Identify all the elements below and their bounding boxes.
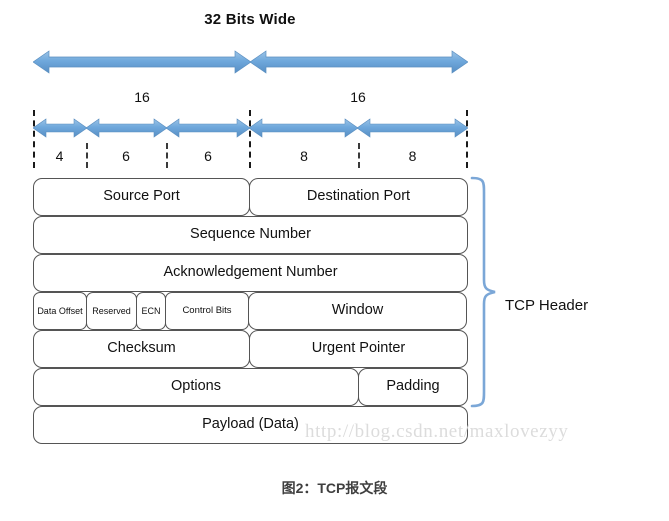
table-row: Payload (Data) (33, 406, 468, 444)
field-ecn[interactable]: ECN (136, 292, 166, 330)
arrow-right-half (250, 50, 468, 74)
bit-label-1: 6 (122, 148, 130, 164)
bit-label-4: 8 (408, 148, 417, 164)
field-destination-port[interactable]: Destination Port (249, 178, 468, 216)
watermark-text: http://blog.csdn.net/maxlovezyy (305, 421, 569, 442)
arrow-bits-6-a (86, 118, 167, 138)
field-reserved[interactable]: Reserved (86, 292, 137, 330)
tcp-field-table: Source Port Destination Port Sequence Nu… (33, 178, 468, 444)
full-width-arrow-row (33, 50, 468, 74)
field-padding[interactable]: Padding (358, 368, 468, 406)
field-urgent-pointer[interactable]: Urgent Pointer (249, 330, 468, 368)
table-row: Sequence Number (33, 216, 468, 254)
tcp-header-label: TCP Header (505, 297, 589, 314)
arrow-bits-8-b (357, 118, 468, 138)
tick-minor-4 (86, 143, 88, 168)
bit-label-0: 4 (55, 148, 64, 164)
table-row: Checksum Urgent Pointer (33, 330, 468, 368)
tick-major-end (466, 110, 468, 168)
tick-major-mid (249, 110, 251, 168)
tcp-header-brace (470, 176, 500, 408)
field-sequence-number[interactable]: Sequence Number (33, 216, 468, 254)
table-row: Acknowledgement Number (33, 254, 468, 292)
table-row: Options Padding (33, 368, 468, 406)
field-window[interactable]: Window (248, 292, 467, 330)
tick-major-0 (33, 110, 35, 168)
figure-caption: 图2：TCP报文段 (281, 480, 388, 496)
page-title: 32 Bits Wide (204, 11, 296, 28)
arrow-bits-6-b (166, 118, 250, 138)
field-checksum[interactable]: Checksum (33, 330, 250, 368)
tick-minor-10 (166, 143, 168, 168)
half-width-label-right: 16 (350, 89, 366, 105)
field-options[interactable]: Options (33, 368, 359, 406)
bit-label-3: 8 (300, 148, 308, 164)
arrow-bits-8-a (249, 118, 358, 138)
arrow-left-half (33, 50, 251, 74)
table-row: Data Offset Reserved ECN Control Bits Wi… (33, 292, 468, 330)
bit-group-arrow-row (33, 118, 468, 138)
bit-label-2: 6 (204, 148, 212, 164)
field-source-port[interactable]: Source Port (33, 178, 250, 216)
arrow-bits-4 (33, 118, 87, 138)
field-acknowledgement-number[interactable]: Acknowledgement Number (33, 254, 468, 292)
field-control-bits[interactable]: Control Bits (165, 292, 249, 330)
field-data-offset[interactable]: Data Offset (33, 292, 87, 330)
tick-minor-24 (358, 143, 360, 168)
table-row: Source Port Destination Port (33, 178, 468, 216)
half-width-label-left: 16 (134, 89, 150, 105)
field-payload-data[interactable]: Payload (Data) (33, 406, 468, 444)
